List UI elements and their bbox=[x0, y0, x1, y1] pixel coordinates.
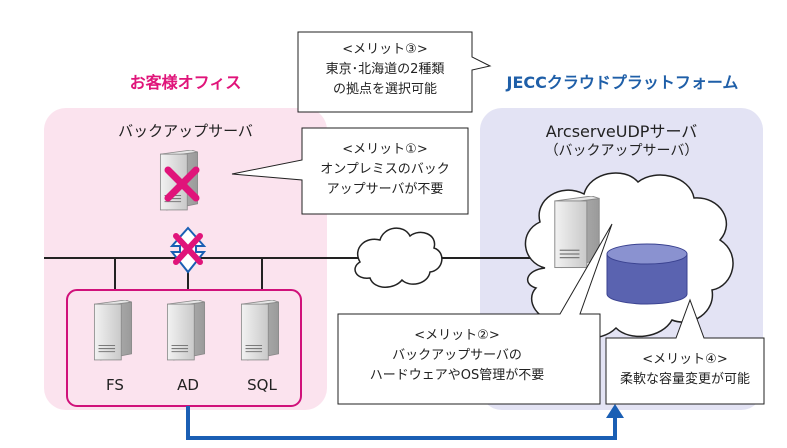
merit3-title: <メリット③> bbox=[342, 42, 428, 57]
callout-merit1-shape bbox=[231, 127, 469, 215]
merit1-callout: <メリット①> オンプレミスのバック アップサーバが不要 bbox=[302, 140, 468, 200]
merit1-line1: オンプレミスのバック bbox=[320, 162, 450, 177]
cross-mark-backup-server bbox=[164, 166, 200, 202]
merit2-callout: <メリット②> バックアップサーバの ハードウェアやOS管理が不要 bbox=[338, 326, 576, 386]
merit3-line2: の拠点を選択可能 bbox=[332, 82, 437, 97]
server-label-fs: FS bbox=[106, 376, 124, 394]
merit4-callout: <メリット④> 柔軟な容量変更が可能 bbox=[606, 350, 764, 390]
office-title: お客様オフィス bbox=[129, 73, 242, 92]
merit1-line2: アップサーバが不要 bbox=[326, 182, 444, 197]
arcserve-server-sublabel: （バックアップサーバ） bbox=[544, 143, 699, 159]
merit2-title: <メリット②> bbox=[414, 328, 500, 343]
merit3-line1: 東京･北海道の2種類 bbox=[325, 62, 445, 77]
callout-merit3-shape bbox=[297, 31, 492, 113]
arcserve-server-label: ArcserveUDPサーバ bbox=[545, 122, 698, 141]
callout-merit4-shape bbox=[605, 298, 765, 405]
merit2-line2: ハードウェアやOS管理が不要 bbox=[369, 368, 545, 383]
merit2-line1: バックアップサーバの bbox=[392, 348, 522, 363]
ad-server bbox=[166, 300, 206, 361]
merit3-callout: <メリット③> 東京･北海道の2種類 の拠点を選択可能 bbox=[298, 40, 472, 100]
cloud-title: JECCクラウドプラットフォーム bbox=[506, 73, 739, 92]
server-label-ad: AD bbox=[177, 376, 199, 394]
merit4-line1: 柔軟な容量変更が可能 bbox=[619, 372, 750, 387]
restore-arrow bbox=[186, 406, 617, 440]
storage-disk-icon bbox=[606, 243, 688, 305]
server-label-sql: SQL bbox=[247, 376, 277, 394]
server-group-box bbox=[66, 289, 302, 407]
fs-server bbox=[93, 300, 133, 361]
backup-server-label: バックアップサーバ bbox=[118, 122, 253, 140]
merit4-title: <メリット④> bbox=[642, 352, 728, 367]
restore-arrow-head bbox=[606, 404, 624, 418]
internet-cloud bbox=[354, 227, 443, 288]
cross-mark-transfer bbox=[173, 233, 203, 265]
callout-merit2-shape bbox=[337, 223, 613, 405]
sql-server bbox=[240, 300, 280, 361]
merit1-title: <メリット①> bbox=[342, 142, 428, 157]
